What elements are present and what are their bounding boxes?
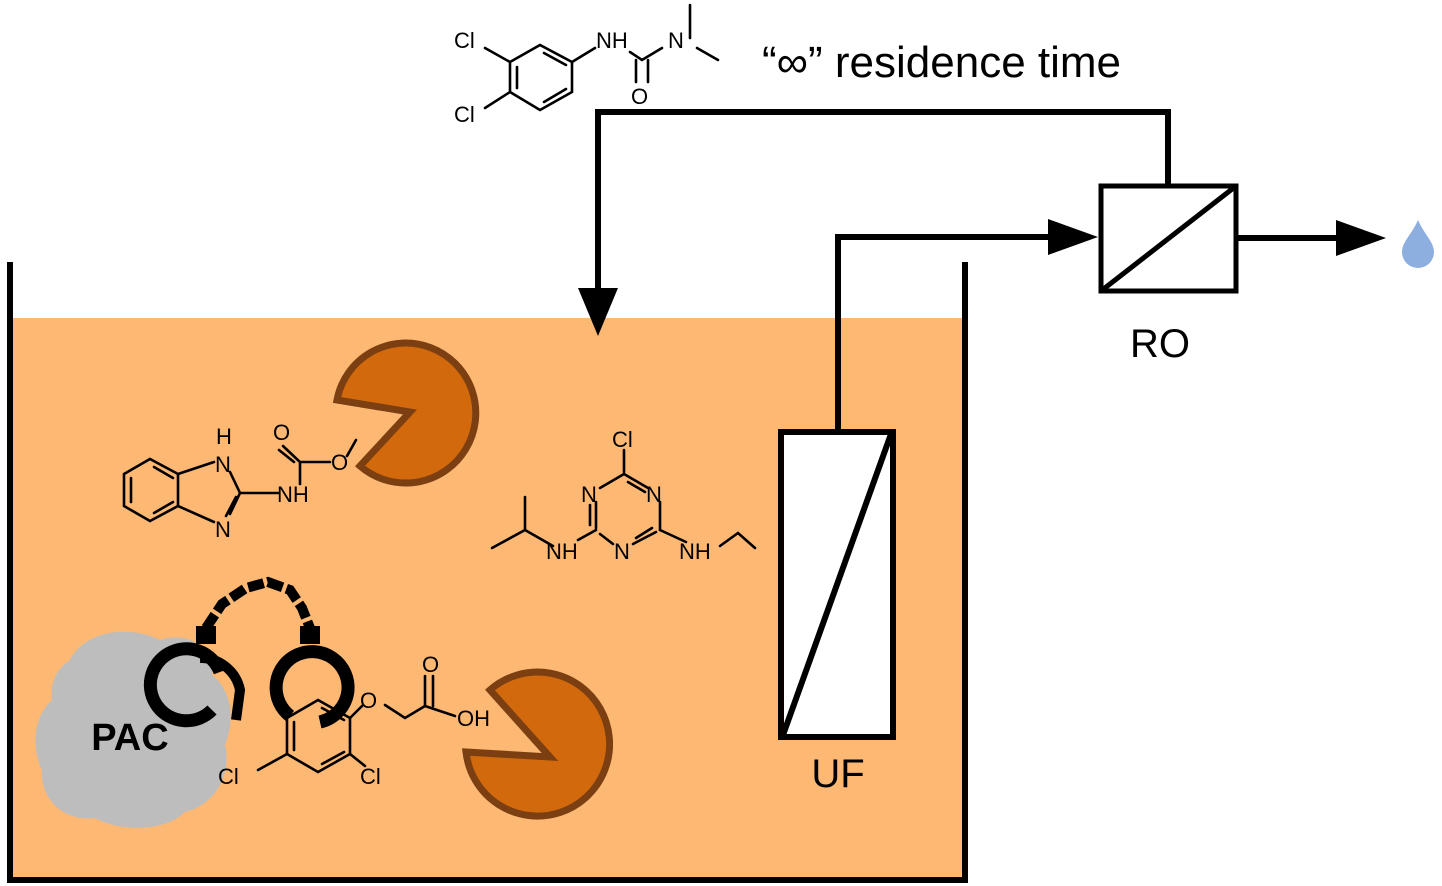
atom-label: O [631,84,648,109]
recirculation-line [595,109,1171,292]
pacman-icon [462,668,614,820]
carbendazim-molecule: H N N NH O O [122,420,358,542]
atom-label: N [215,517,231,542]
atom-label: O [360,688,377,713]
atom-label: H [216,424,232,449]
atom-label: NH [596,28,628,53]
uf-label: UF [811,752,864,796]
atom-label: O [273,420,290,445]
atom-label: N [614,539,630,564]
atom-label: OH [457,706,490,731]
atom-label: O [331,450,348,475]
ro-output-arrowhead [1336,220,1386,256]
water-drop-icon [1402,220,1434,268]
atom-label: Cl [454,28,475,53]
atrazine-molecule: Cl N N N NH NH [490,427,757,564]
atom-label: NH [679,539,711,564]
atom-label: NH [546,539,578,564]
atom-label: N [215,452,231,477]
pacman-icon [332,339,480,487]
atom-label: Cl [218,764,239,789]
atom-label: N [668,28,684,53]
uf-permeate-line [835,234,1052,432]
atom-label: O [422,652,439,677]
atom-label: N [581,482,597,507]
uf-membrane [778,429,896,740]
atom-label: N [646,482,662,507]
atom-label: Cl [454,102,475,127]
handcuffs-icon [143,576,355,729]
atom-label: Cl [360,764,381,789]
pac-particle [35,631,231,828]
uf-permeate-arrowhead [1048,219,1098,255]
atom-label: NH [277,482,309,507]
d24-molecule: O O OH Cl Cl [218,652,490,789]
recirculation-arrowhead [578,288,618,336]
tank-walls [7,262,968,883]
residence-time-label: “∞” residence time [762,38,1121,87]
diuron-molecule: Cl Cl NH N O [454,3,720,127]
ro-label: RO [1130,322,1190,366]
pac-label: PAC [91,717,168,759]
atom-label: Cl [612,427,633,452]
ro-membrane [1098,183,1239,294]
